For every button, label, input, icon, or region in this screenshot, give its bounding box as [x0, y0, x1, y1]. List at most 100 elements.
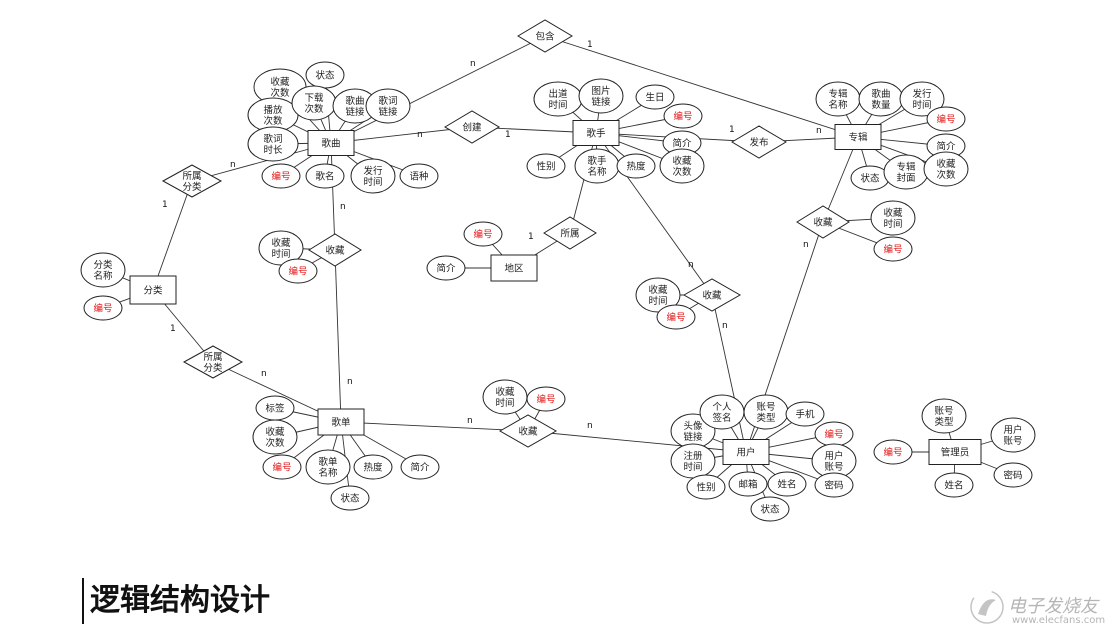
attribute-a_ad_pwd: 密码: [993, 462, 1033, 488]
entity-label: 歌单: [331, 417, 351, 429]
attribute-a_si_id: 编号: [663, 103, 703, 129]
attribute-a_si_debut: 出道时间: [533, 81, 583, 117]
attribute-label: 歌曲链接: [345, 95, 365, 118]
attribute-a_ad_name: 姓名: [934, 472, 974, 498]
attribute-label: 歌单名称: [318, 456, 338, 479]
attribute-label: 手机: [795, 409, 815, 421]
attribute-label: 头像链接: [683, 420, 703, 443]
attribute-a_song_rel: 发行时间: [350, 158, 396, 194]
attribute-label: 状态: [340, 493, 360, 505]
attribute-label: 注册时间: [683, 450, 703, 473]
attribute-a_song_dur: 歌词时长: [247, 126, 299, 162]
attribute-a_ad_type: 账号类型: [921, 398, 967, 434]
cardinality-label: n: [340, 202, 346, 212]
attribute-a_pl_intro: 简介: [400, 454, 440, 480]
attribute-label: 收藏次数: [936, 158, 956, 181]
attribute-a_al_cnt: 歌曲数量: [858, 81, 904, 117]
attribute-label: 标签: [265, 403, 285, 415]
attribute-a_song_name: 歌名: [305, 163, 345, 189]
attribute-a_fsi_id: 编号: [656, 304, 696, 330]
cardinality-label: n: [803, 240, 809, 250]
entity-playlist: 歌单: [317, 408, 365, 436]
attribute-a_al_status: 状态: [850, 165, 890, 191]
relationship-line: [152, 180, 193, 291]
relationship-song_cat: 所属分类: [161, 164, 223, 198]
attribute-label: 简介: [672, 138, 692, 150]
attribute-label: 账号类型: [756, 402, 776, 424]
relationship-create: 创建: [444, 110, 500, 144]
entity-user: 用户: [722, 439, 770, 465]
attribute-a_pl_status: 状态: [330, 485, 370, 511]
attribute-label: 收藏时间: [883, 207, 903, 230]
cardinality-label: 1: [528, 232, 534, 242]
attribute-a_al_intro: 简介: [926, 133, 966, 159]
attribute-a_si_hot: 热度: [616, 153, 656, 179]
attribute-label: 状态: [315, 70, 335, 82]
cardinality-label: n: [230, 160, 236, 170]
attribute-a_fa_time: 收藏时间: [870, 200, 916, 236]
entity-singer: 歌手: [572, 120, 620, 146]
attribute-label: 编号: [271, 171, 290, 183]
attribute-label: 歌手名称: [587, 155, 607, 178]
attribute-a_us_name: 姓名: [767, 471, 807, 497]
attribute-label: 性别: [696, 482, 715, 494]
attribute-a_si_gender: 性别: [526, 153, 566, 179]
attribute-a_us_status: 状态: [750, 496, 790, 522]
cardinality-label: 1: [170, 324, 176, 334]
attribute-label: 专辑封面: [896, 161, 916, 184]
entity-label: 歌曲: [321, 138, 340, 150]
attribute-label: 账号类型: [934, 406, 954, 428]
relationship-publish: 发布: [731, 125, 787, 159]
attribute-a_ad_acct: 用户账号: [990, 417, 1036, 453]
attribute-a_pl_tag: 标签: [255, 395, 295, 421]
entity-category: 分类: [129, 275, 177, 305]
attribute-a_pl_hot: 热度: [353, 454, 393, 480]
relationship-label: 收藏: [702, 290, 722, 302]
attribute-a_al_id: 编号: [926, 106, 966, 132]
relationship-label: 收藏: [813, 217, 833, 229]
entity-label: 分类: [143, 285, 163, 297]
attribute-label: 专辑名称: [828, 88, 848, 111]
attribute-label: 下载次数: [304, 92, 324, 115]
attribute-label: 密码: [1003, 470, 1022, 482]
attribute-label: 热度: [363, 462, 383, 474]
attribute-a_al_name: 专辑名称: [815, 81, 861, 117]
attribute-a_al_cover: 专辑封面: [883, 154, 929, 190]
attribute-label: 编号: [883, 244, 902, 256]
relationship-contain: 包含: [517, 19, 573, 53]
attribute-label: 编号: [288, 266, 307, 278]
attribute-a_fs_id: 编号: [278, 258, 318, 284]
entity-label: 用户: [736, 447, 755, 459]
attribute-label: 密码: [824, 480, 843, 492]
attribute-a_us_gender: 性别: [686, 474, 726, 500]
attribute-a_pl_id: 编号: [262, 454, 302, 480]
relationship-label: 发布: [749, 137, 768, 149]
relationship-label: 所属分类: [203, 352, 223, 374]
relationship-pl_cat: 所属分类: [182, 345, 244, 379]
attribute-a_us_acct: 用户账号: [811, 443, 857, 479]
cardinality-label: n: [347, 377, 353, 387]
cardinality-label: n: [261, 369, 267, 379]
entity-label: 专辑: [848, 132, 868, 144]
attribute-label: 收藏时间: [271, 237, 291, 260]
relationship-label: 包含: [535, 31, 555, 43]
relationship-line: [822, 136, 859, 223]
attribute-a_ad_id: 编号: [873, 439, 913, 465]
entity-label: 管理员: [941, 447, 970, 459]
cardinality-label: 1: [162, 200, 168, 210]
attribute-label: 编号: [473, 229, 492, 241]
attribute-label: 生日: [645, 92, 664, 104]
attribute-a_si_fav: 收藏次数: [659, 148, 705, 184]
attribute-label: 状态: [860, 173, 880, 185]
attribute-label: 歌词时长: [263, 133, 283, 156]
entity-album: 专辑: [834, 124, 882, 150]
attribute-label: 收藏时间: [648, 284, 668, 307]
attribute-a_fp_id: 编号: [526, 386, 566, 412]
attribute-label: 歌词链接: [378, 95, 398, 118]
watermark-logo-icon: [970, 590, 1004, 624]
attribute-a_fsi_time: 收藏时间: [635, 277, 681, 313]
attribute-a_fp_time: 收藏时间: [482, 379, 528, 415]
attribute-label: 播放次数: [263, 104, 283, 127]
attribute-label: 简介: [936, 141, 956, 153]
relationship-label: 创建: [462, 122, 482, 134]
